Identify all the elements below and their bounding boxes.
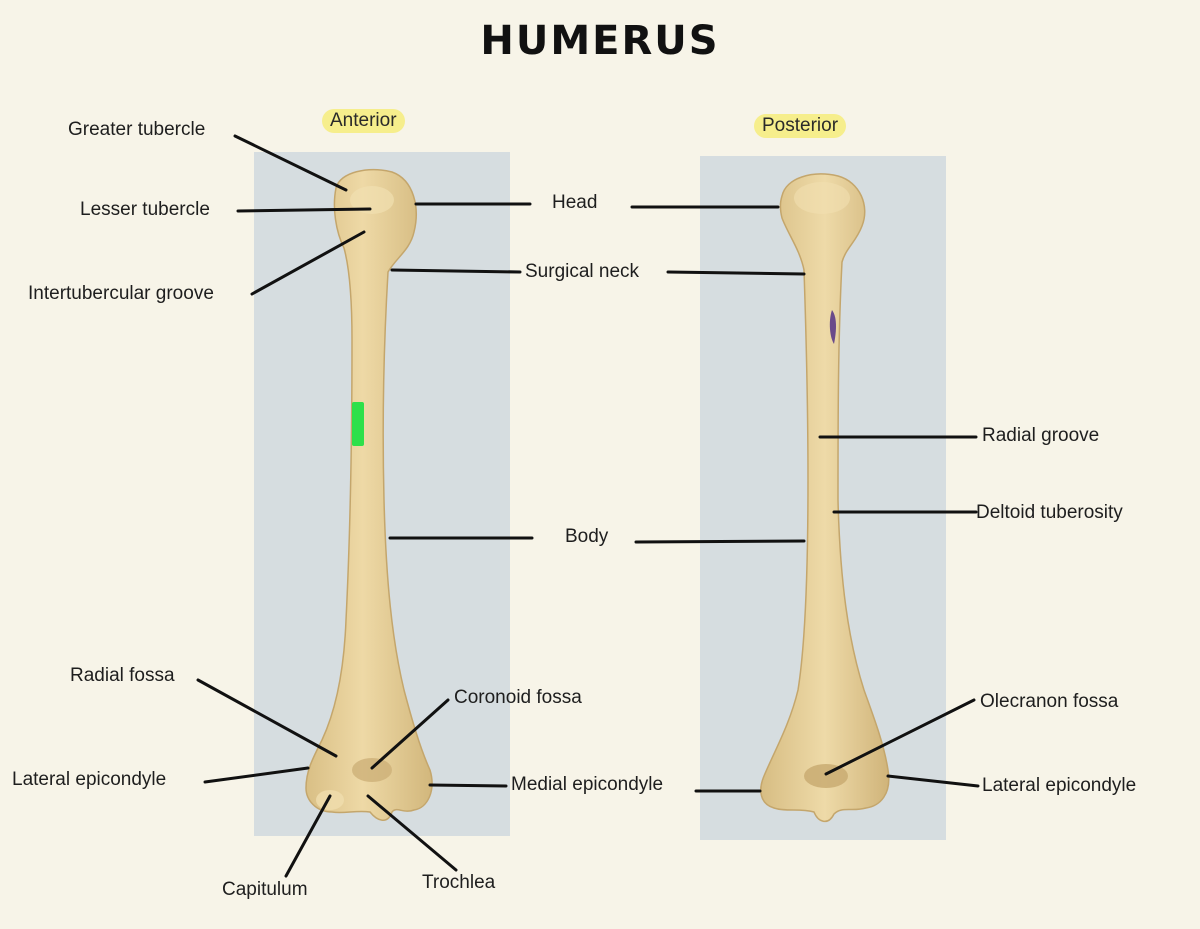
leader-surgical-neck-anterior [390,268,522,274]
leader-olecranon-fossa [824,698,976,776]
label-capitulum: Capitulum [222,879,308,900]
label-radial-groove: Radial groove [982,425,1100,446]
leader-lines [196,134,980,878]
posterior-view-tag: Posterior [754,114,847,138]
leader-lesser-tubercle [236,207,372,213]
label-olecranon-fossa: Olecranon fossa [980,691,1119,712]
anterior-view-tag: Anterior [322,109,405,133]
leader-body-posterior [634,539,806,544]
label-lateral-epicondyle-posterior: Lateral epicondyle [982,775,1137,796]
label-radial-fossa: Radial fossa [70,665,175,686]
leader-radial-fossa [196,678,338,758]
leader-greater-tubercle [233,134,348,192]
label-surgical-neck: Surgical neck [525,261,640,282]
label-deltoid-tuberosity: Deltoid tuberosity [976,502,1123,523]
label-coronoid-fossa: Coronoid fossa [454,687,582,708]
label-lateral-epicondyle-anterior: Lateral epicondyle [12,769,167,790]
leader-surgical-neck-posterior [666,270,806,276]
leader-capitulum [284,794,332,878]
label-greater-tubercle: Greater tubercle [68,119,206,140]
leader-medial-epicondyle-anterior [428,783,508,788]
label-head: Head [552,192,598,213]
green-marker [352,402,364,446]
leader-intertubercular-groove [250,230,366,296]
leader-coronoid-fossa [370,698,450,770]
label-intertubercular-groove: Intertubercular groove [28,283,214,304]
page-title: HUMERUS [480,18,720,64]
leader-lateral-epicondyle-anterior [203,766,310,784]
posterior-humerus-bone [760,173,890,823]
label-trochlea: Trochlea [422,872,496,893]
leader-lateral-epicondyle-posterior [886,774,980,788]
leader-trochlea [366,794,458,872]
anterior-humerus-bone [305,169,433,821]
purple-mark [829,310,836,344]
label-medial-epicondyle: Medial epicondyle [511,774,664,795]
label-body: Body [565,526,609,547]
label-lesser-tubercle: Lesser tubercle [80,199,210,220]
